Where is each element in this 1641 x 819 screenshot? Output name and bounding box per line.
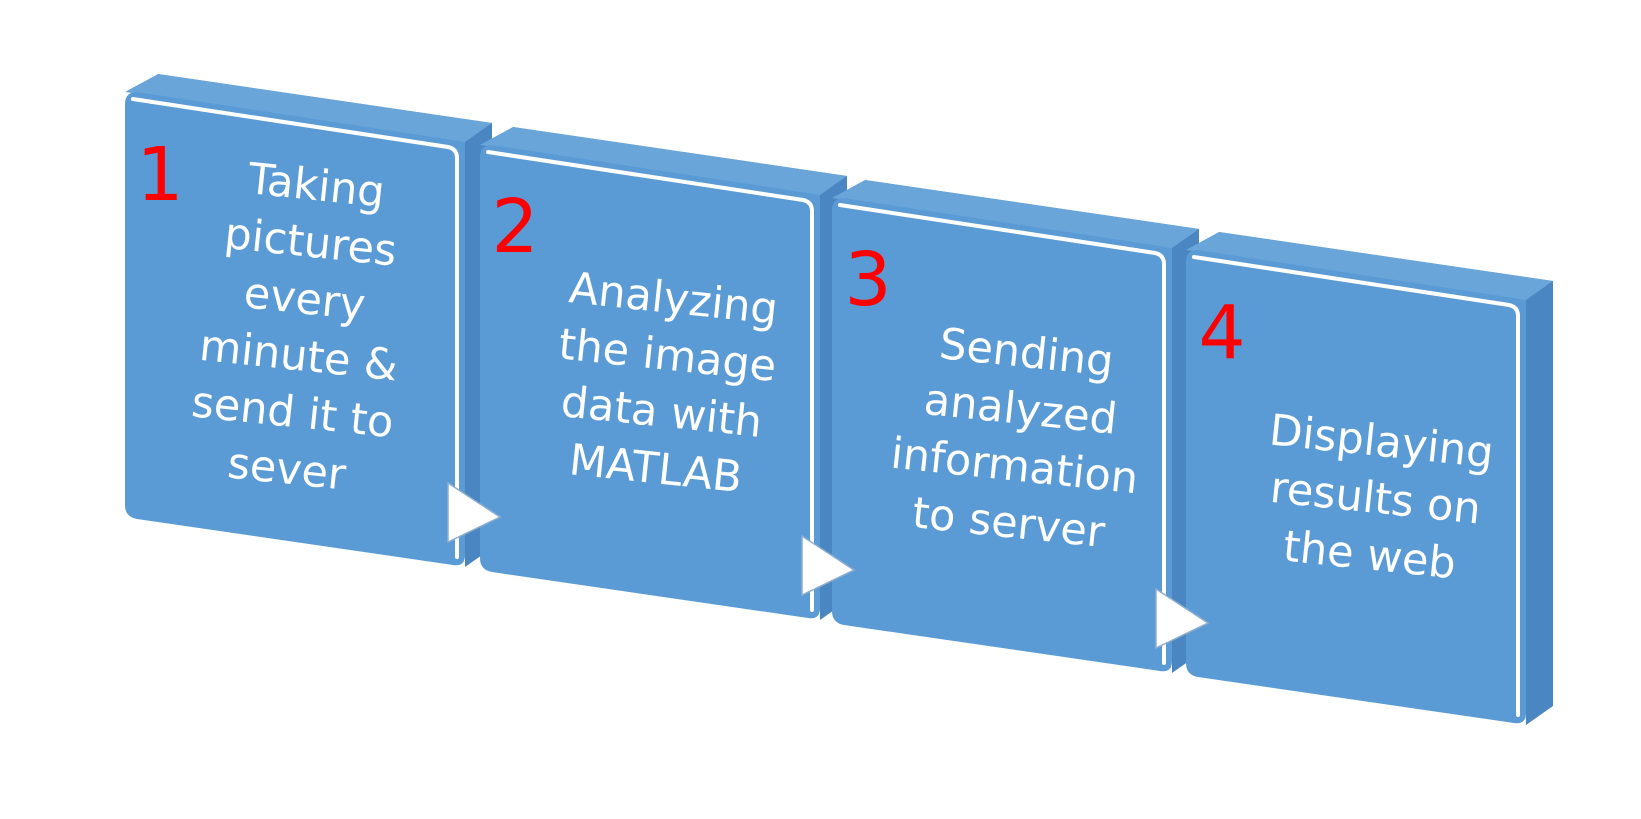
block-front-face (832, 198, 1172, 672)
block-highlight-edge (131, 97, 459, 559)
step-label: Displayingresults onthe web (1255, 405, 1496, 592)
step-number: 2 (491, 184, 538, 270)
triangle-arrow-right-icon (447, 481, 502, 544)
step-label-line: sever (225, 438, 348, 500)
block-highlight-edge (1192, 255, 1520, 717)
block-top-face (1186, 232, 1553, 300)
step-connectors (447, 481, 1210, 650)
step-number: 4 (1198, 290, 1245, 376)
block-highlight-edge (838, 203, 1166, 665)
step-number: 1 (136, 132, 183, 218)
step-number: 3 (844, 237, 891, 323)
block-highlight-edge (486, 150, 814, 612)
block-front-face (125, 92, 465, 566)
triangle-arrow-right-icon (1155, 587, 1210, 650)
block-top-face (832, 180, 1199, 248)
block-front-face (1186, 250, 1526, 724)
block-side-face (1526, 281, 1553, 725)
block-front-face (480, 145, 820, 619)
block-top-face (480, 127, 847, 195)
block-top-face (125, 74, 492, 142)
triangle-arrow-right-icon (801, 534, 856, 597)
